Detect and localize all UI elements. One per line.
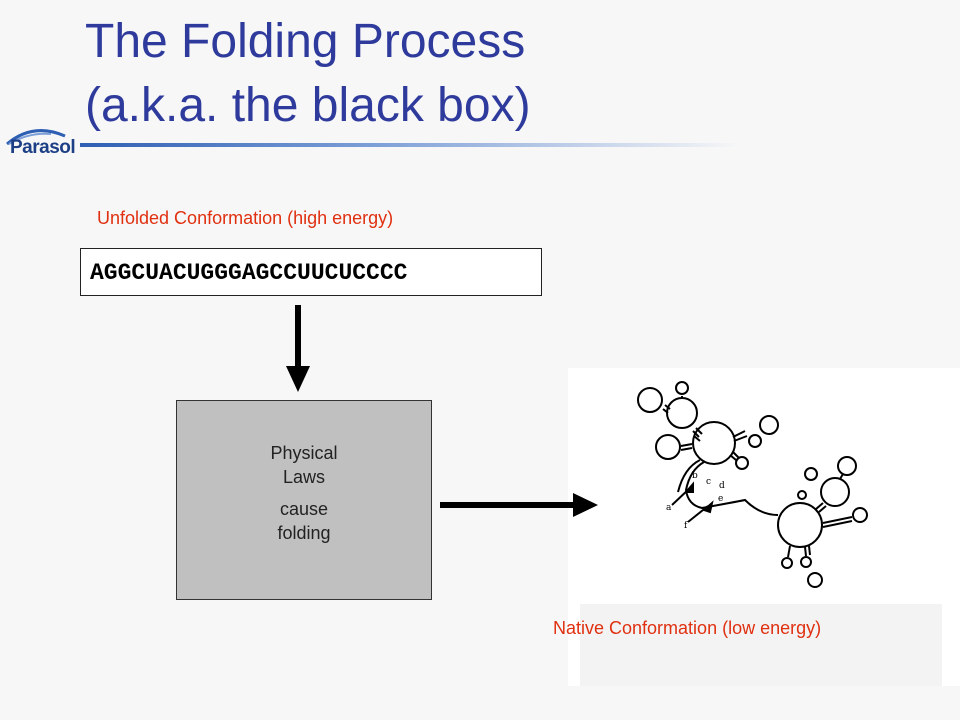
process-box: Physical Laws cause folding [176,400,432,600]
down-arrow-icon [286,305,310,392]
letter-f: f [684,521,688,531]
logo-text: Parasol [10,137,76,158]
letter-b: b [692,471,698,481]
title-underline [80,143,740,147]
sequence-box: AGGCUACUGGGAGCCUUCUCCCC [80,248,542,296]
native-structure-image [568,368,960,686]
process-text-1: Physical [270,443,338,463]
process-text-2: Laws [282,467,326,487]
right-arrow-icon [440,493,598,517]
caption-backdrop [580,604,942,686]
process-text-4: folding [277,523,331,543]
unfolded-label: Unfolded Conformation (high energy) [97,208,394,228]
letter-d: d [719,481,725,491]
slide-title-line1: The Folding Process [85,15,526,68]
rna-structure-drawing [637,381,868,588]
slide-title-line2: (a.k.a. the black box) [85,79,531,132]
letter-a: a [666,503,672,513]
rna-letters: a b c d e f [666,471,725,531]
parasol-logo-icon [6,129,66,146]
process-text-3: cause [279,499,329,519]
letter-e: e [718,494,723,504]
letter-c: c [706,477,711,487]
native-label: Native Conformation (low energy) [553,618,822,638]
